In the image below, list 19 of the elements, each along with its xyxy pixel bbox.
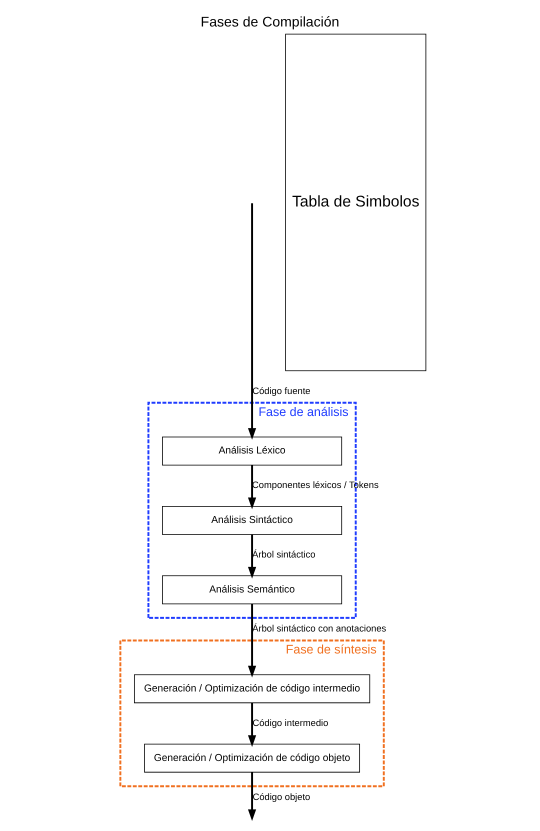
node-box: Tabla de Simbolos xyxy=(285,34,426,372)
edge-label: Componentes léxicos / Tokens xyxy=(252,480,379,490)
edge-label: Código objeto xyxy=(252,792,310,802)
arrow xyxy=(248,465,256,510)
edge-label: Árbol sintáctico con anotaciones xyxy=(252,624,386,634)
diagram-title: Fases de Compilación xyxy=(200,14,340,30)
node-box: Análisis Léxico xyxy=(162,436,342,466)
arrow xyxy=(248,534,256,579)
arrow xyxy=(248,772,256,822)
edge-label: Árbol sintáctico xyxy=(252,550,316,560)
node-box: Generación / Optimización de código intermedio xyxy=(134,674,370,704)
node-box: Análisis Sintáctico xyxy=(162,506,342,535)
edge-label: Código fuente xyxy=(252,386,311,396)
arrow xyxy=(248,203,256,440)
node-box: Análisis Semántico xyxy=(162,575,342,604)
node-box: Generación / Optimización de código objeto xyxy=(144,744,360,773)
edge-label: Código intermedio xyxy=(252,718,328,728)
arrow xyxy=(248,604,256,678)
arrow xyxy=(248,702,256,747)
